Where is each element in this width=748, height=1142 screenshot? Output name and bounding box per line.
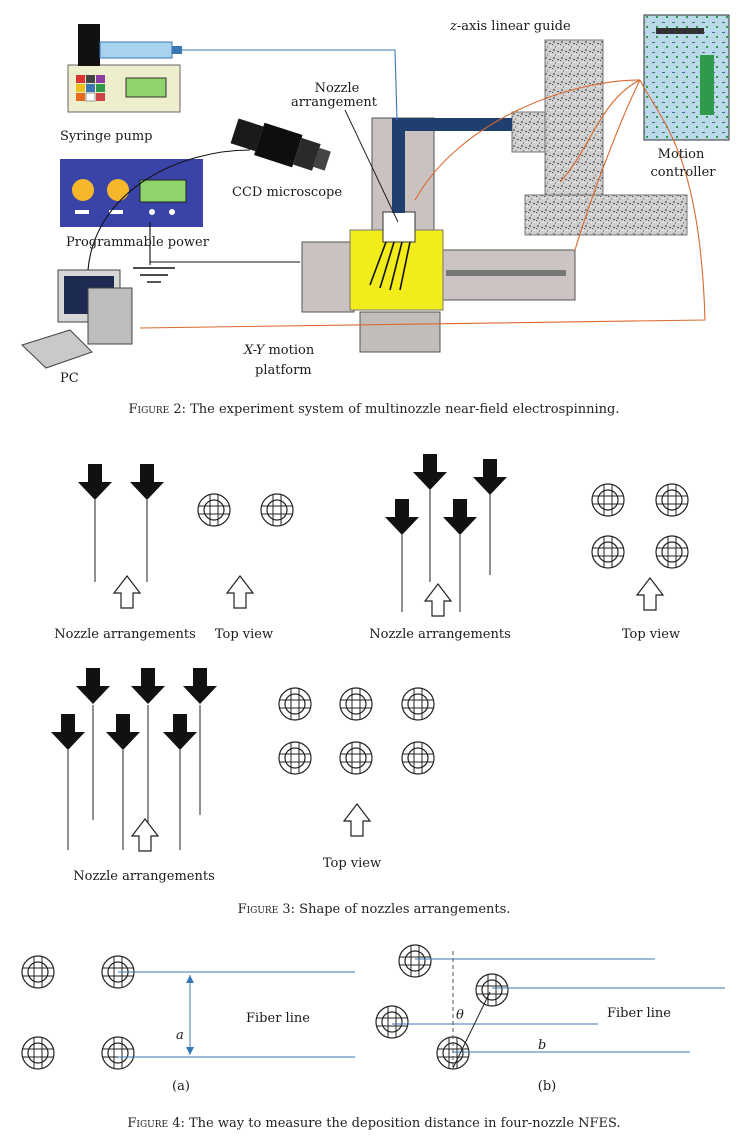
figure-2-caption: Figure 2: The experiment system of multi…	[128, 402, 620, 417]
ground-symbol-icon	[133, 267, 175, 283]
syringe-pump-icon	[67, 24, 182, 113]
label-nozzle-arrangements-1: Nozzle arrangements	[54, 627, 196, 642]
label-top-view-3: Top view	[323, 856, 381, 871]
motion-controller-icon	[643, 14, 730, 141]
xy-motion-platform-icon	[301, 117, 576, 353]
label-nozzle-line2: arrangement	[291, 95, 378, 110]
arrangement-two-nozzles	[78, 464, 294, 609]
arrangement-six-nozzles	[51, 668, 435, 852]
label-fiber-line-a: Fiber line	[246, 1011, 310, 1026]
arrangement-four-nozzles	[385, 454, 689, 617]
label-fiber-line-b: Fiber line	[607, 1006, 671, 1021]
symbol-b: b	[538, 1038, 546, 1053]
gantry-icon	[392, 118, 512, 213]
label-nozzle-arrangements-3: Nozzle arrangements	[73, 869, 215, 884]
label-nozzle-line1: Nozzle	[315, 81, 360, 96]
figure-3-diagram: Nozzle arrangements Top view Nozzle arra…	[51, 454, 689, 884]
ccd-microscope-icon	[230, 118, 331, 171]
label-motion-controller-line2: controller	[651, 165, 717, 180]
figure-4-caption: Figure 4: The way to measure the deposit…	[127, 1116, 621, 1131]
symbol-theta: θ	[456, 1008, 464, 1023]
label-syringe-pump: Syringe pump	[60, 129, 153, 144]
label-sub-b: (b)	[538, 1079, 556, 1094]
label-nozzle-arrangements-2: Nozzle arrangements	[369, 627, 511, 642]
label-xy-platform-line1: X-Y motion	[243, 343, 315, 358]
wires	[87, 49, 706, 329]
label-top-view-1: Top view	[215, 627, 273, 642]
z-axis-guide-icon	[511, 39, 688, 236]
panel-b: θ b Fiber line (b)	[375, 944, 725, 1094]
label-top-view-2: Top view	[622, 627, 680, 642]
label-xy-platform-line2: platform	[255, 363, 312, 378]
label-pc: PC	[60, 371, 79, 386]
panel-a: a Fiber line (a)	[21, 955, 355, 1094]
label-ccd-microscope: CCD microscope	[232, 185, 342, 200]
programmable-power-icon	[60, 159, 203, 227]
label-programmable-power: Programmable power	[66, 235, 210, 250]
pc-icon	[21, 269, 133, 369]
label-sub-a: (a)	[172, 1079, 190, 1094]
figure-4-diagram: a Fiber line (a) θ b Fiber line (b)	[21, 944, 725, 1094]
figure-2-diagram: Syringe pump CCD microscope Programmable…	[21, 14, 730, 386]
label-motion-controller-line1: Motion	[658, 147, 705, 162]
nozzle-pointer-line	[344, 109, 399, 223]
symbol-a: a	[176, 1028, 184, 1043]
figure-3-caption: Figure 3: Shape of nozzles arrangements.	[237, 902, 511, 917]
label-z-axis-guide: z-axis linear guide	[449, 19, 571, 34]
